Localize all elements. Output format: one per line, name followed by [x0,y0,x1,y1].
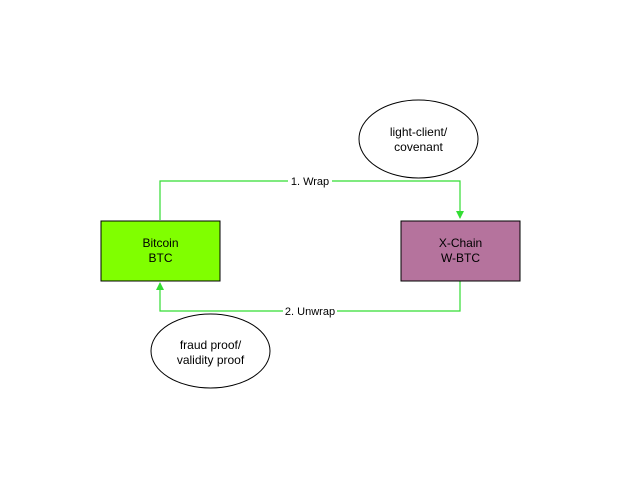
light-client-node: light-client/ covenant [358,99,479,179]
xchain-node-box [400,220,521,282]
light-client-line2: covenant [394,140,443,154]
bitcoin-node-title: Bitcoin [142,236,178,250]
wrap-label-bg [288,174,332,188]
fraud-proof-ellipse [150,313,271,389]
unwrap-edge: 2. Unwrap [156,281,461,318]
xchain-node-title: X-Chain [439,236,482,250]
fraud-proof-node: fraud proof/ validity proof [150,313,271,389]
bitcoin-node-subtitle: BTC [149,251,173,265]
bitcoin-node-box [100,220,221,282]
bitcoin-node: Bitcoin BTC [100,220,221,282]
fraud-proof-line1: fraud proof/ [180,338,242,352]
light-client-line1: light-client/ [390,125,448,139]
fraud-proof-line2: validity proof [177,353,245,367]
xchain-node: X-Chain W-BTC [400,220,521,282]
xchain-node-subtitle: W-BTC [441,251,480,265]
unwrap-label-bg [283,304,337,318]
wrap-label: 1. Wrap [291,176,329,188]
light-client-ellipse [358,99,479,179]
unwrap-label: 2. Unwrap [285,306,335,318]
wrap-edge: 1. Wrap [159,174,464,220]
